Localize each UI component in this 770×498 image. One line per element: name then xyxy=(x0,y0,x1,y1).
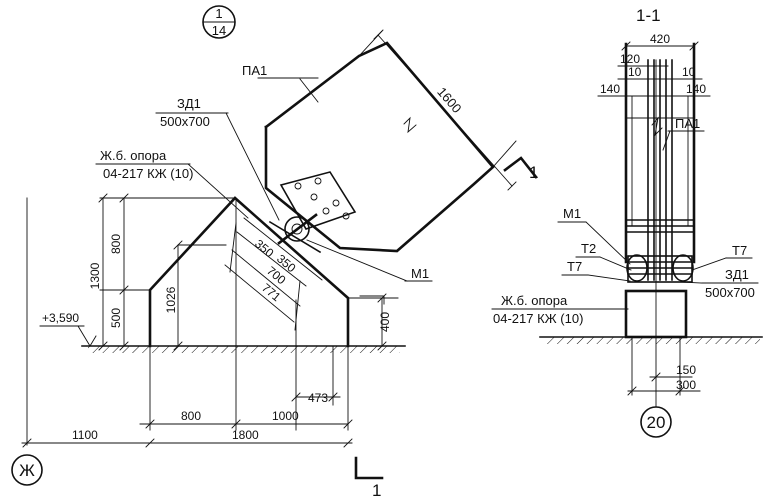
dim-1300-text: 1300 xyxy=(88,262,102,289)
support-code-right: 04-217 КЖ (10) xyxy=(493,311,583,326)
section-cut-bottom-label: 1 xyxy=(372,481,381,498)
right-section-view: 1-1 420 120 10 10 140 140 xyxy=(491,6,763,438)
dim-350-a: 350 xyxy=(252,237,277,261)
panel-pa1-section xyxy=(624,42,696,281)
dim-1000-text: 1000 xyxy=(272,409,299,423)
top-dims: 420 120 10 10 140 140 xyxy=(597,32,711,97)
node-label: М1 xyxy=(411,266,429,281)
dim-120-text: 120 xyxy=(620,52,640,66)
left-elevation-view: 1600 ПА1 ЗД1 500х700 Ж.б. опора 04-217 К… xyxy=(11,29,538,498)
section-marker-denominator: 14 xyxy=(212,23,226,38)
dim-140-left-text: 140 xyxy=(600,82,620,96)
dim-473-text: 473 xyxy=(308,391,328,405)
dim-1026: 1026 xyxy=(164,240,227,351)
weld-label: ЗД1 xyxy=(177,96,201,111)
axis-zh-label: Ж xyxy=(19,461,35,480)
section-title: 1-1 xyxy=(636,6,661,25)
dim-140-right-text: 140 xyxy=(686,82,706,96)
support-code: 04-217 КЖ (10) xyxy=(103,166,193,181)
dim-1026-text: 1026 xyxy=(164,286,178,313)
bearing-node-m1 xyxy=(268,213,322,254)
ground-right xyxy=(539,336,763,344)
dim-800-vertical-text: 800 xyxy=(109,234,123,254)
support-label: Ж.б. опора xyxy=(100,148,167,163)
weld-size-right: 500х700 xyxy=(705,285,755,300)
panel-label: ПА1 xyxy=(242,63,267,78)
dim-500-text: 500 xyxy=(109,308,123,328)
dim-400: 400 xyxy=(347,293,399,351)
axis-zh: Ж xyxy=(11,454,43,486)
section-marker-numerator: 1 xyxy=(215,6,222,21)
level-mark-text: +3,590 xyxy=(42,311,79,325)
axis-line: 150 300 xyxy=(627,59,701,408)
level-mark: +3,590 xyxy=(39,311,101,347)
node-label-right: М1 xyxy=(563,206,581,221)
bottom-dims: 473 800 1000 1100 1800 xyxy=(21,391,353,448)
dim-1600-text: 1600 xyxy=(434,84,464,116)
section-cut-top-label: 1 xyxy=(529,163,538,182)
dim-1800-text: 1800 xyxy=(232,428,259,442)
section-cut-top: 1 xyxy=(503,156,538,182)
axis-20-label: 20 xyxy=(647,413,666,432)
t2-label: Т2 xyxy=(581,241,596,256)
t7-left-label: Т7 xyxy=(567,259,582,274)
dim-300-text: 300 xyxy=(676,378,696,392)
panel-pa1 xyxy=(264,41,495,253)
axis-20: 20 xyxy=(640,406,672,438)
dim-10-left-text: 10 xyxy=(628,65,642,79)
support-label-right: Ж.б. опора xyxy=(501,293,568,308)
ground xyxy=(81,345,406,353)
panel-label-right: ПА1 xyxy=(675,116,700,131)
dim-150-text: 150 xyxy=(676,363,696,377)
concrete-support-outline xyxy=(148,196,350,348)
section-marker: 1 14 xyxy=(202,5,236,39)
dim-10-right-text: 10 xyxy=(682,65,696,79)
weld-size: 500х700 xyxy=(160,114,210,129)
t7-right-label: Т7 xyxy=(732,243,747,258)
dim-400-text: 400 xyxy=(378,312,392,332)
dims-left-vertical: 1300 800 500 xyxy=(88,193,237,351)
weld-label-right: ЗД1 xyxy=(725,267,749,282)
dim-1100-text: 1100 xyxy=(72,428,98,442)
dim-420-text: 420 xyxy=(650,32,670,46)
section-cut-bottom: 1 xyxy=(354,456,384,498)
extension-lines xyxy=(26,197,349,446)
dim-800-horizontal-text: 800 xyxy=(181,409,201,423)
